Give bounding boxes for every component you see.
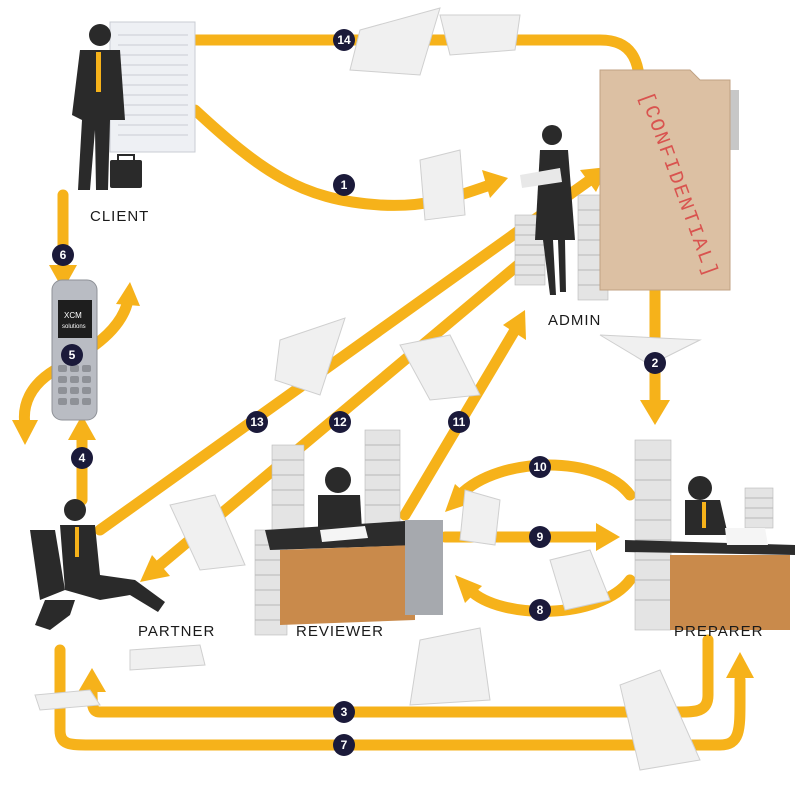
svg-text:1: 1 — [341, 178, 348, 192]
step-badge-7: 7 — [333, 734, 355, 756]
step-badge-4: 4 — [71, 447, 93, 469]
phone-brand-sub: solutions — [62, 324, 86, 330]
svg-text:7: 7 — [341, 738, 348, 752]
step-badge-6: 6 — [52, 244, 74, 266]
floating-papers — [34, 7, 702, 771]
svg-text:13: 13 — [250, 415, 264, 429]
arrow-7 — [54, 644, 754, 751]
step-badge-13: 13 — [246, 411, 268, 433]
reviewer-stack-right — [364, 429, 401, 531]
step-badge-3: 3 — [333, 701, 355, 723]
step-badge-1: 1 — [333, 174, 355, 196]
arrow-5-up — [89, 282, 140, 351]
svg-text:11: 11 — [453, 415, 466, 429]
step-badge-9: 9 — [529, 526, 551, 548]
svg-text:14: 14 — [337, 33, 351, 47]
phone-brand: XCM — [64, 311, 82, 320]
preparer-stack-right — [744, 487, 774, 529]
step-badge-14: 14 — [333, 29, 355, 51]
step-badge-10: 10 — [529, 456, 551, 478]
reviewer-stack-back-left — [271, 444, 305, 531]
step-badge-8: 8 — [529, 599, 551, 621]
preparer-stack-left — [634, 439, 672, 631]
preparer-desk — [625, 439, 795, 631]
reviewer-label: REVIEWER — [296, 623, 385, 640]
partner-figure — [30, 499, 165, 630]
svg-text:10: 10 — [533, 460, 547, 474]
confidential-folder: [CONFIDENTIAL] — [599, 69, 739, 291]
svg-text:3: 3 — [341, 705, 348, 719]
arrow-5-down — [12, 364, 61, 445]
client-figure — [72, 21, 196, 190]
step-badge-11: 11 — [448, 411, 470, 433]
svg-text:6: 6 — [60, 248, 67, 262]
admin-figure — [514, 125, 609, 301]
svg-text:8: 8 — [537, 603, 544, 617]
svg-text:5: 5 — [69, 348, 76, 362]
step-badge-2: 2 — [644, 352, 666, 374]
arrow-6 — [49, 189, 77, 290]
step-badge-12: 12 — [329, 411, 351, 433]
svg-text:2: 2 — [652, 356, 659, 370]
svg-text:9: 9 — [537, 530, 544, 544]
svg-text:4: 4 — [79, 451, 86, 465]
svg-text:12: 12 — [333, 415, 347, 429]
step-badge-5: 5 — [61, 344, 83, 366]
client-label: CLIENT — [90, 208, 150, 225]
partner-label: PARTNER — [138, 623, 216, 640]
preparer-label: PREPARER — [674, 623, 764, 640]
admin-label: ADMIN — [548, 312, 602, 329]
reviewer-desk — [254, 429, 443, 636]
